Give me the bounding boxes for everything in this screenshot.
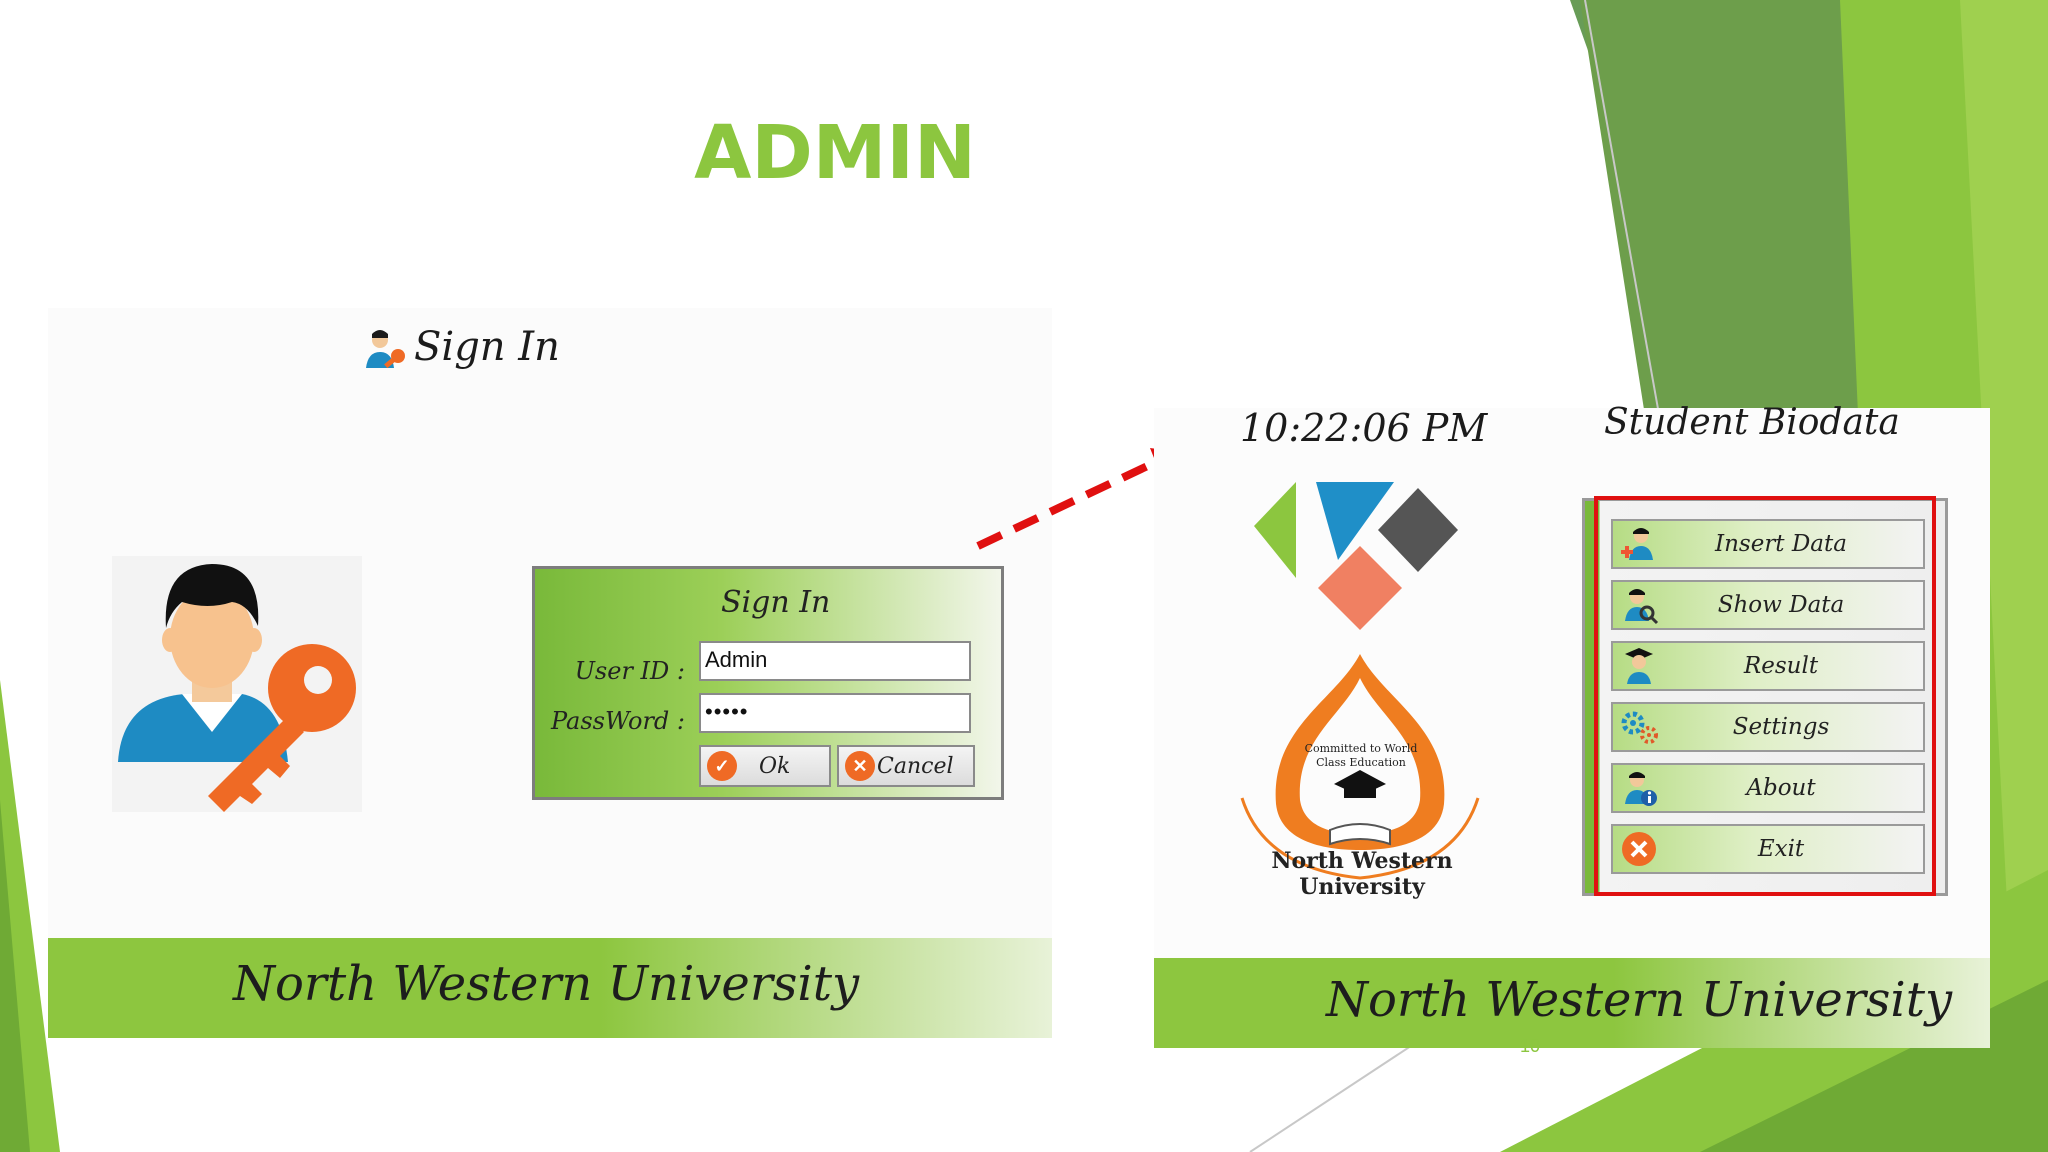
slide-title: ADMIN <box>694 110 976 196</box>
menu-footer: North Western University <box>1154 958 1990 1048</box>
admin-avatar-key-icon <box>112 556 362 812</box>
menu-item-label: Show Data <box>1717 592 1845 618</box>
signin-form-title: Sign In <box>721 585 831 620</box>
signin-footer: North Western University <box>48 938 1052 1038</box>
slide-page-number: 10 <box>1520 1036 1541 1056</box>
menu-item-label: About <box>1746 775 1816 801</box>
ok-button-label: Ok <box>759 753 791 779</box>
signin-form: Sign In User ID : Admin PassWord : •••••… <box>532 566 1004 800</box>
user-id-input[interactable]: Admin <box>699 641 971 681</box>
menu-highlight-box <box>1594 496 1936 896</box>
user-search-icon <box>1625 589 1659 625</box>
menu-item-result[interactable]: Result <box>1611 641 1925 691</box>
menu-panel: Insert Data Show Data Result Settings Ab… <box>1582 498 1948 896</box>
menu-item-exit[interactable]: Exit <box>1611 824 1925 874</box>
menu-item-about[interactable]: About <box>1611 763 1925 813</box>
user-add-icon <box>1621 528 1653 560</box>
user-key-icon <box>366 330 405 369</box>
close-circle-icon <box>1622 832 1656 866</box>
password-label: PassWord : <box>550 707 685 735</box>
university-logo <box>1240 482 1480 880</box>
user-info-icon <box>1625 772 1657 806</box>
cancel-button-label: Cancel <box>877 753 954 779</box>
ok-button[interactable]: ✓ Ok <box>699 745 831 787</box>
menu-item-show-data[interactable]: Show Data <box>1611 580 1925 630</box>
close-icon: ✕ <box>845 751 875 781</box>
check-icon: ✓ <box>707 751 737 781</box>
graduate-icon <box>1625 648 1653 684</box>
menu-item-label: Insert Data <box>1715 531 1847 557</box>
menu-item-label: Settings <box>1732 714 1830 740</box>
menu-footer-text: North Western University <box>1326 972 1953 1028</box>
menu-item-label: Exit <box>1757 836 1805 862</box>
signin-header-title: Sign In <box>414 324 560 370</box>
user-id-label: User ID : <box>574 657 685 685</box>
logo-name-text: North Western University <box>1271 848 1453 900</box>
logo-ring-text: Committed to World Class Education <box>1304 742 1418 769</box>
cancel-button[interactable]: ✕ Cancel <box>837 745 975 787</box>
password-input[interactable]: ••••• <box>699 693 971 733</box>
menu-item-label: Result <box>1743 653 1819 679</box>
clock-display: 10:22:06 PM <box>1240 406 1488 450</box>
gears-icon <box>1621 711 1658 744</box>
menu-title: Student Biodata <box>1604 402 1900 443</box>
signin-footer-text: North Western University <box>233 956 860 1012</box>
menu-item-insert-data[interactable]: Insert Data <box>1611 519 1925 569</box>
menu-item-settings[interactable]: Settings <box>1611 702 1925 752</box>
